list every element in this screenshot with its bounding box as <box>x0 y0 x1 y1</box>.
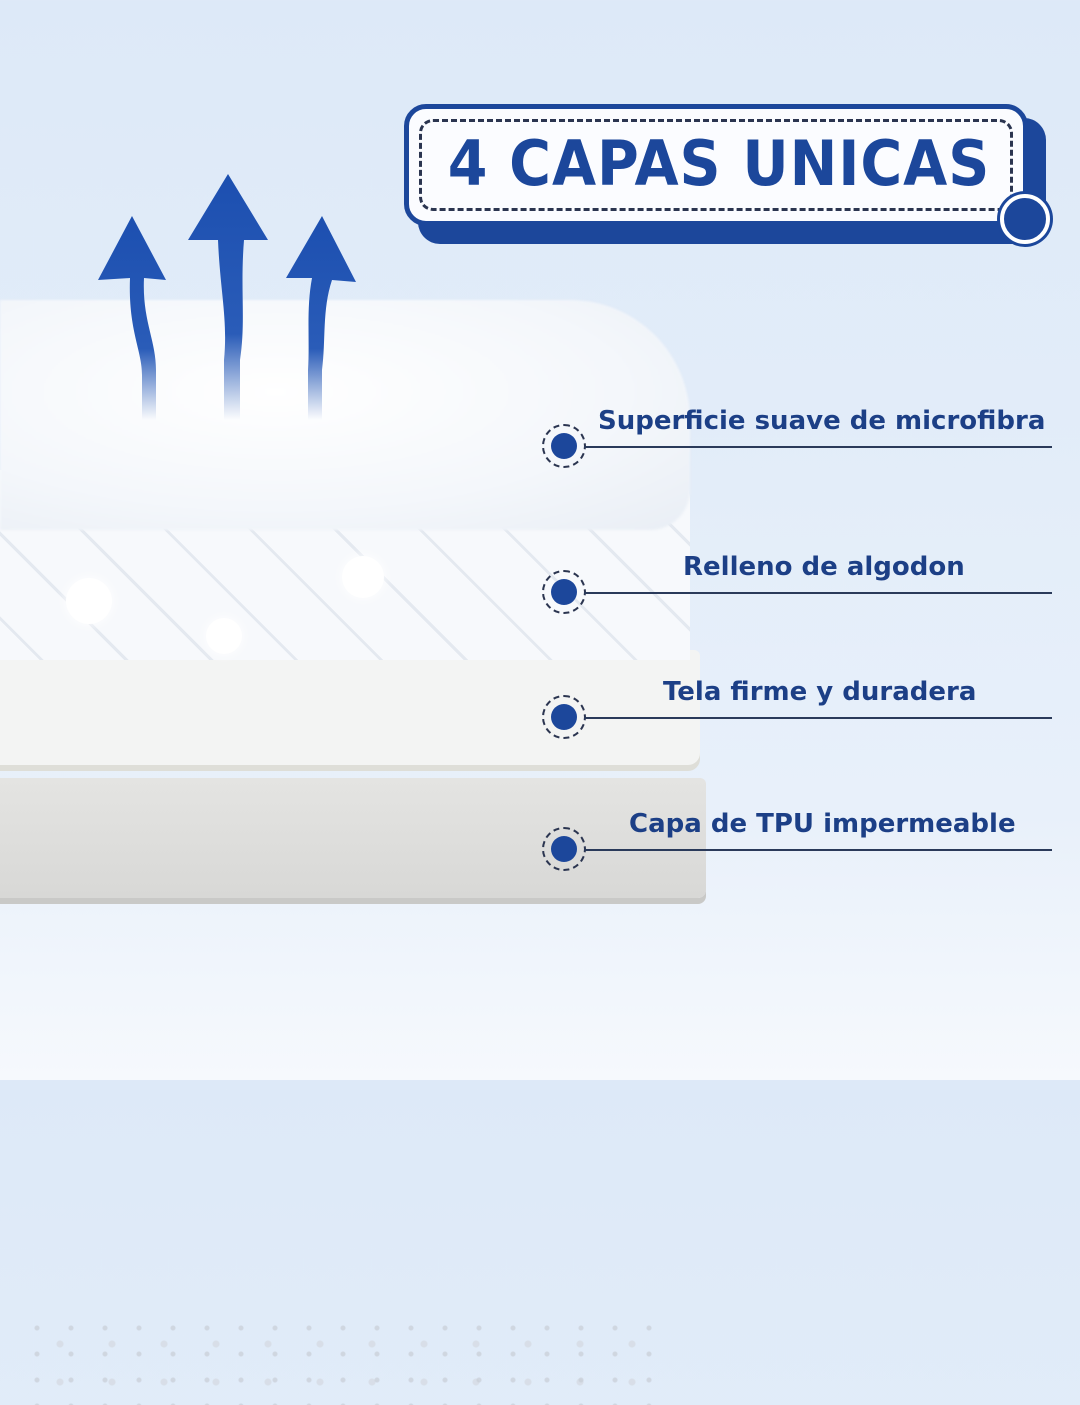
badge-knob-icon <box>1000 194 1050 244</box>
leader-line <box>584 849 1052 851</box>
leader-line <box>584 717 1052 719</box>
marker-dot-icon <box>542 695 586 739</box>
infographic: 4 CAPAS UNICAS Superficie suave de micro… <box>0 104 1052 1405</box>
tpu-layer <box>0 778 706 898</box>
cotton-puff <box>342 556 384 598</box>
cotton-puff <box>206 618 242 654</box>
page-title: 4 CAPAS UNICAS <box>447 127 991 200</box>
leader-line <box>584 592 1052 594</box>
marker-dot-icon <box>542 570 586 614</box>
title-badge: 4 CAPAS UNICAS <box>404 104 1050 244</box>
microfiber-surface-layer <box>0 300 690 530</box>
breathability-arrows-icon <box>98 174 356 420</box>
water-droplets <box>20 1315 680 1405</box>
marker-dot-icon <box>542 424 586 468</box>
firm-fabric-layer <box>0 650 700 1405</box>
leader-line <box>584 446 1052 448</box>
marker-dot-icon <box>542 827 586 871</box>
cotton-puff <box>66 578 112 624</box>
